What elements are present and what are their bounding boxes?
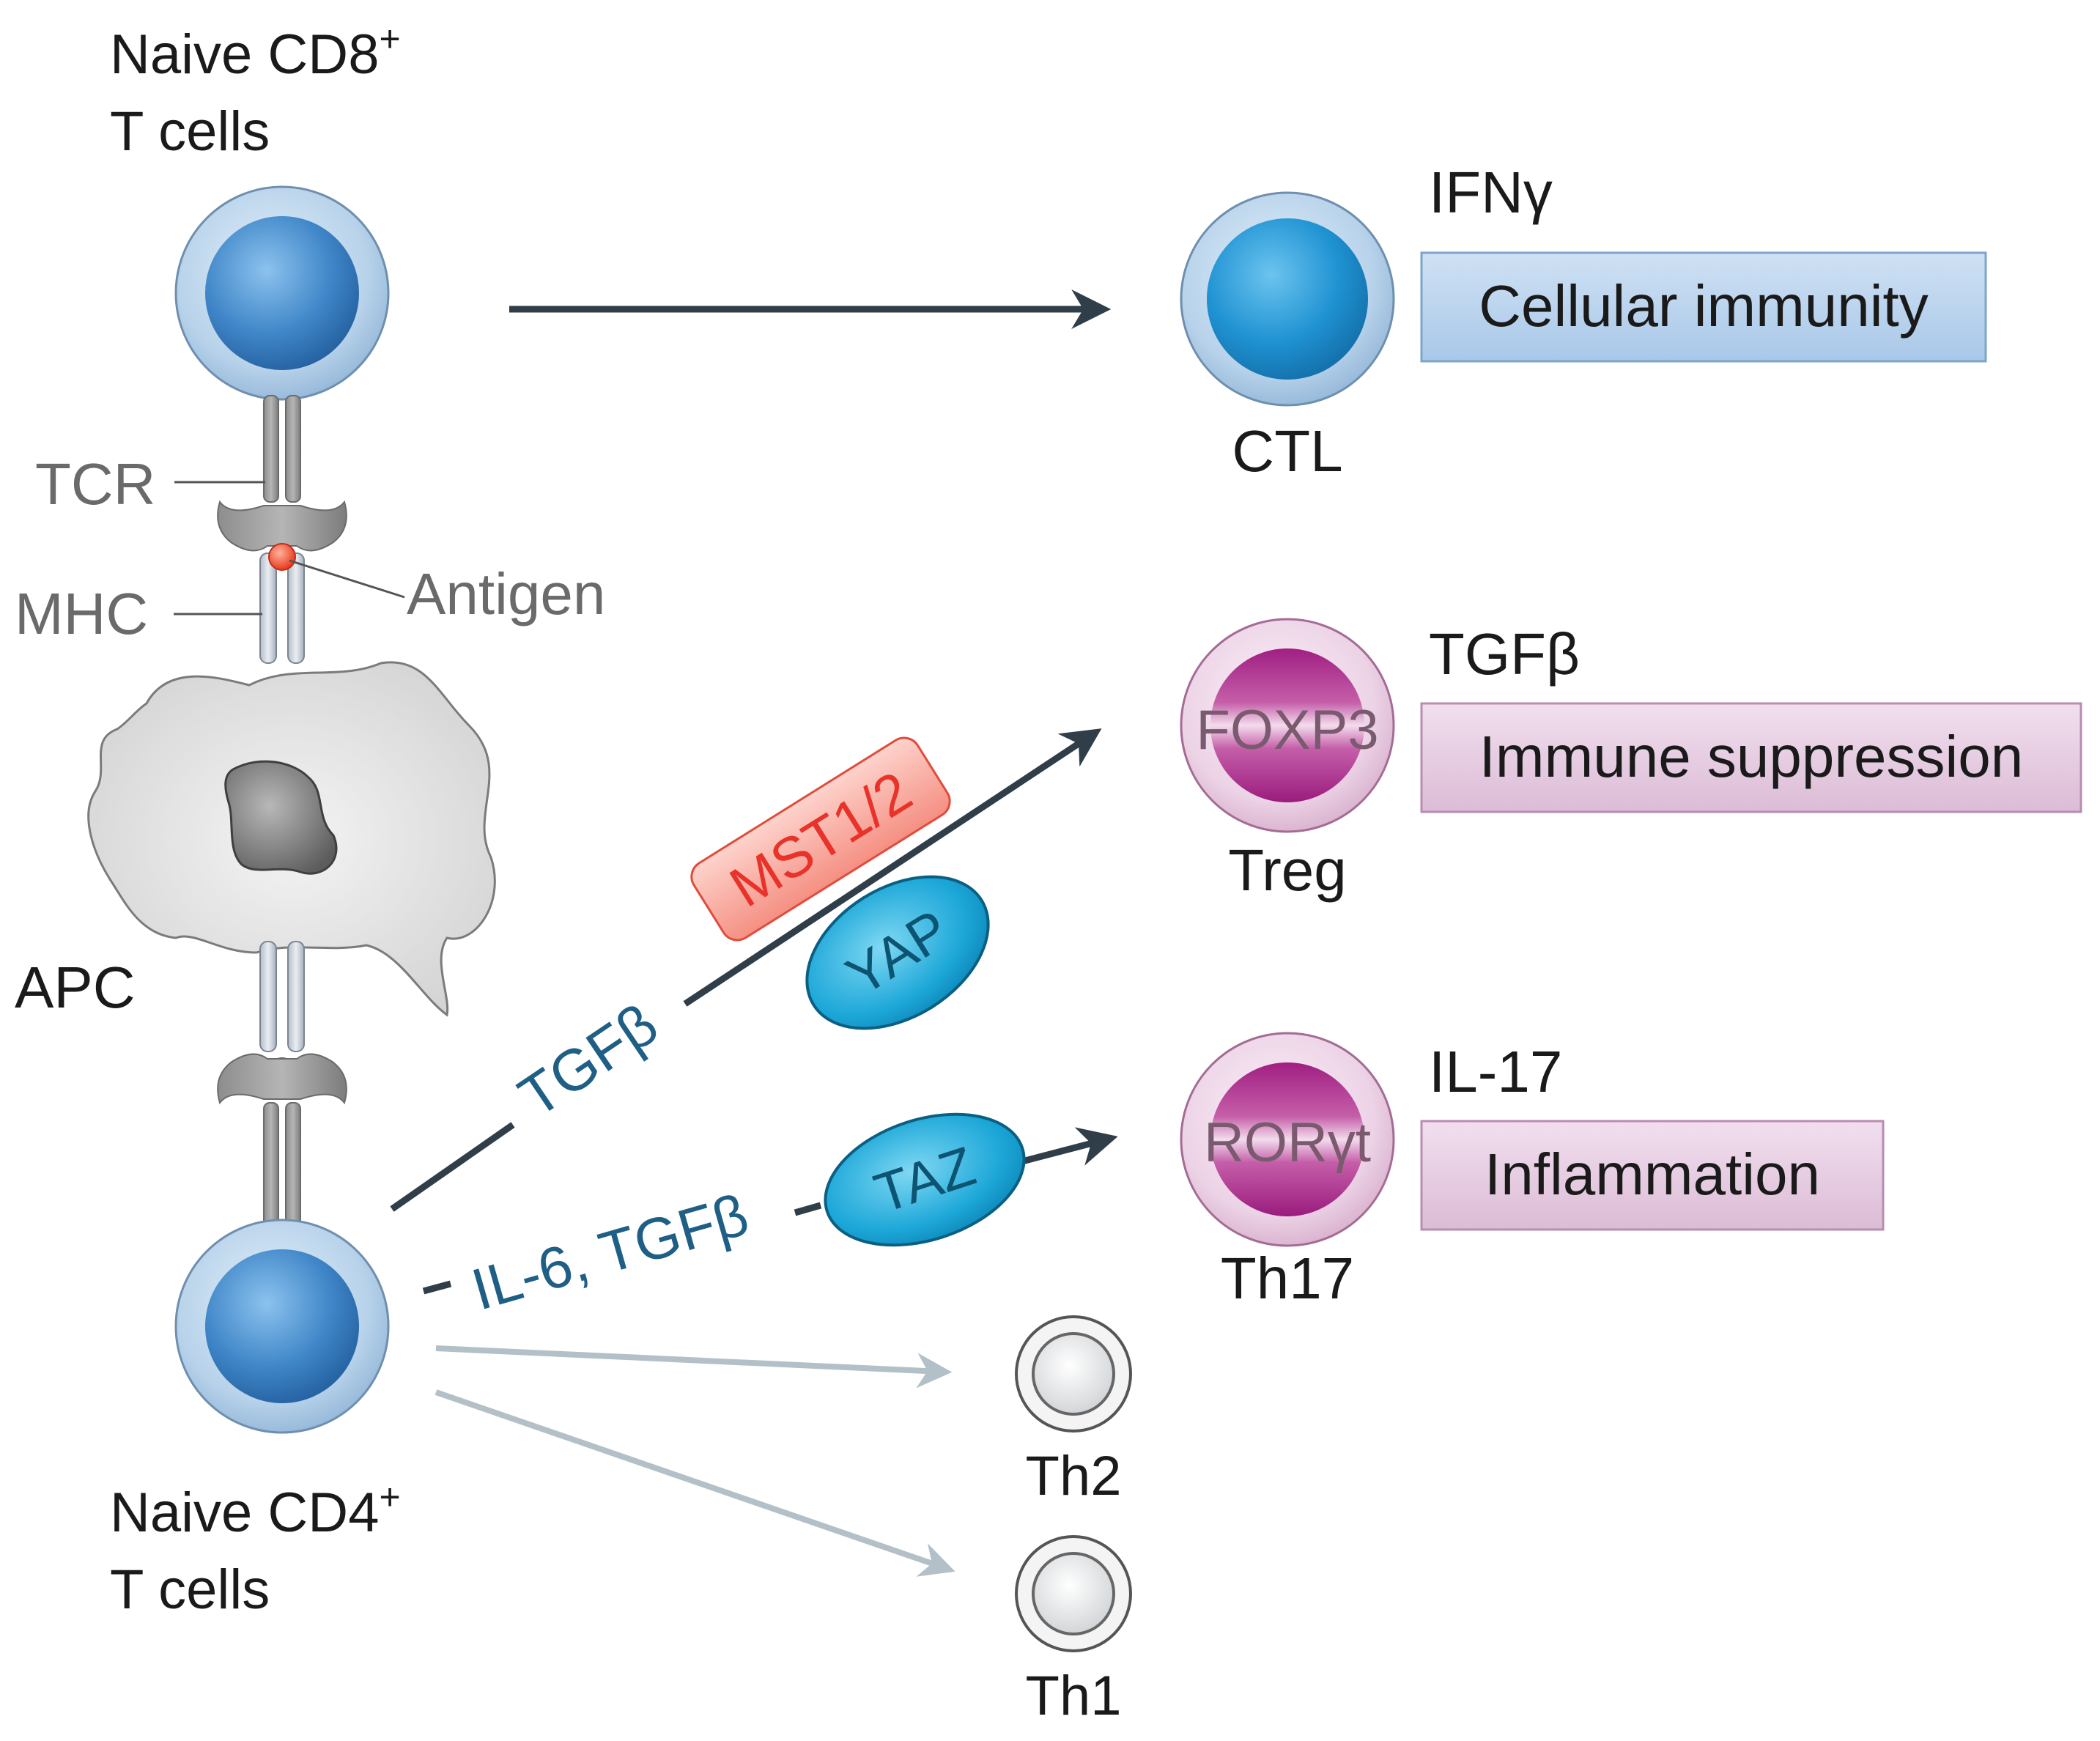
antigen-leader <box>289 559 405 599</box>
inflammation-box: Inflammation <box>1420 1120 1885 1231</box>
yap-oval: YAP <box>805 875 990 1030</box>
ctl-label: CTL <box>1232 418 1342 484</box>
cd4-to-th2-arrow <box>435 1345 953 1389</box>
ifng-label: IFNγ <box>1429 160 1553 225</box>
mhc-top <box>259 552 305 664</box>
tcr-top <box>217 395 347 552</box>
immune-suppression-label: Immune suppression <box>1479 724 2024 789</box>
naive-cd4-label: Naive CD4+ <box>110 1476 401 1544</box>
treg-label: Treg <box>1228 838 1347 903</box>
cd4-to-th1-arrow <box>435 1389 955 1577</box>
naive-cd8-label: Naive CD8+ <box>110 18 401 86</box>
inflammation-label: Inflammation <box>1485 1142 1820 1207</box>
il6-path-arrowhead <box>1021 1127 1118 1166</box>
mhc-bottom <box>259 941 305 1052</box>
immune-suppression-box: Immune suppression <box>1420 702 2082 813</box>
tgfb-path-segment-1 <box>390 1122 515 1212</box>
rorgt-label: RORγt <box>1204 1112 1371 1174</box>
il6-path-segment-1 <box>422 1280 452 1295</box>
th1-label: Th1 <box>1026 1665 1122 1727</box>
ctl-cell <box>1180 191 1395 407</box>
th1-cell <box>1015 1535 1132 1652</box>
tgfb-path-label: TGFβ <box>507 991 669 1130</box>
apc-nucleus <box>224 760 338 875</box>
tcr-bottom <box>217 1053 347 1235</box>
naive-cd4-cell <box>174 1219 390 1434</box>
treg-cell <box>1180 618 1395 833</box>
naive-cd8-cell <box>174 185 390 401</box>
antigen-top <box>268 543 296 571</box>
tcr-label: TCR <box>35 451 155 517</box>
th2-label: Th2 <box>1026 1445 1122 1507</box>
il17-label: IL-17 <box>1429 1039 1562 1104</box>
taz-oval: TAZ <box>824 1112 1026 1247</box>
naive-cd8-label-line2: T cells <box>110 100 270 163</box>
il6-path-segment-2 <box>794 1202 822 1216</box>
cellular-immunity-box: Cellular immunity <box>1420 251 1987 363</box>
tgfb-path-segment-2 <box>683 728 1102 1007</box>
mhc-label: MHC <box>15 581 148 646</box>
apc-label: APC <box>15 955 136 1020</box>
th2-cell <box>1015 1315 1132 1433</box>
cellular-immunity-label: Cellular immunity <box>1479 273 1928 339</box>
antigen-label: Antigen <box>407 561 605 626</box>
il6-tgfb-path-label: IL-6, TGFβ <box>465 1181 755 1322</box>
tgfb-treg-label: TGFβ <box>1429 621 1580 687</box>
th17-cell <box>1180 1032 1395 1247</box>
naive-cd4-label-line2: T cells <box>110 1559 270 1621</box>
th17-label: Th17 <box>1221 1246 1354 1311</box>
foxp3-label: FOXP3 <box>1196 699 1378 761</box>
